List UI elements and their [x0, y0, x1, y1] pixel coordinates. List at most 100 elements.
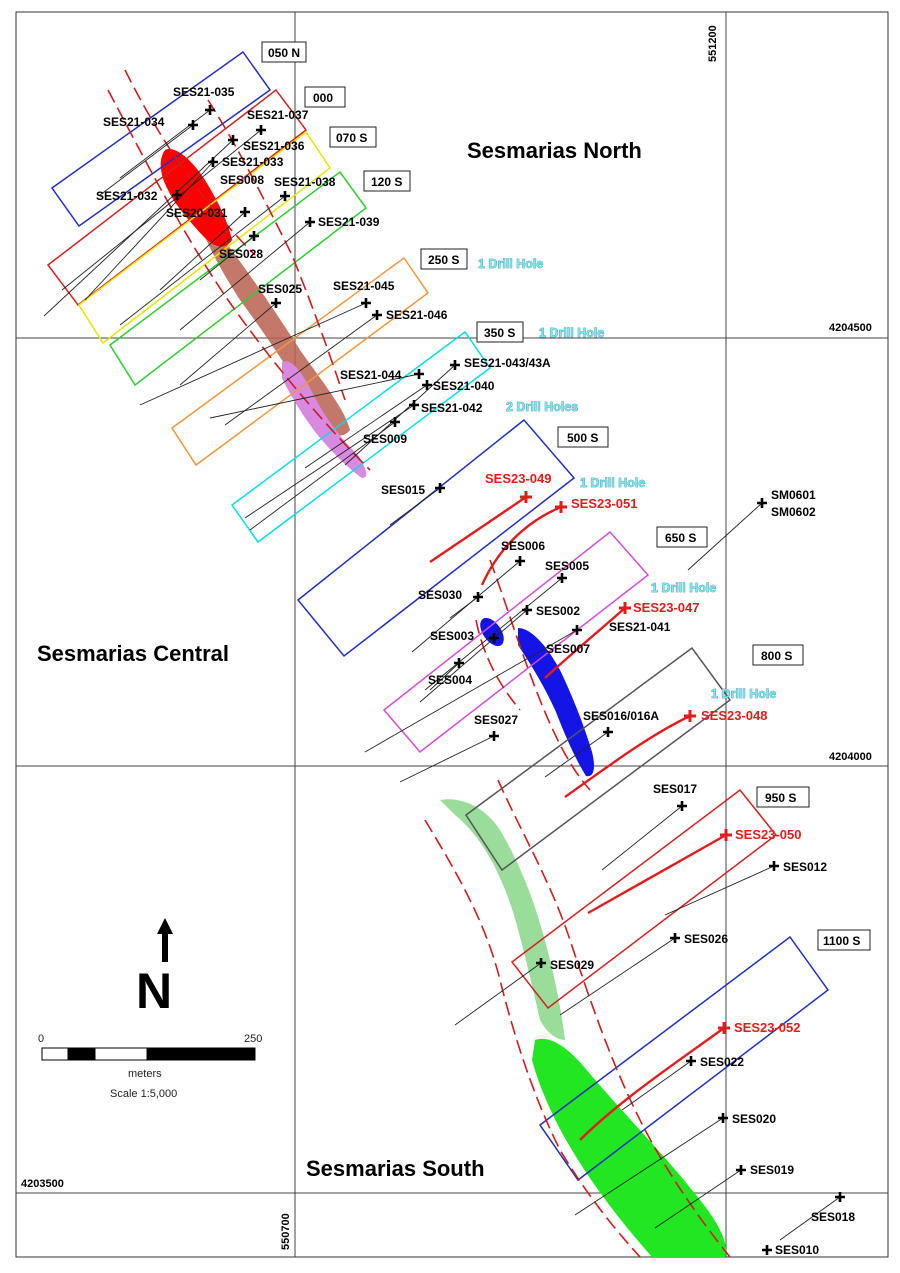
drill-collar-marker: [422, 380, 432, 390]
drill-note-250s: 1 Drill Hole: [478, 257, 543, 271]
hole-label: SES21-044: [340, 368, 402, 382]
drill-collar-marker: [835, 1192, 845, 1202]
hole-label: SES030: [418, 588, 462, 602]
drill-collar-marker: [557, 573, 567, 583]
easting-label-top: 551200: [707, 25, 719, 62]
drill-collar-marker: [228, 135, 238, 145]
new-drill-collar-marker: [520, 491, 532, 503]
section-label-800s: 800 S: [761, 649, 792, 663]
hole-label: SES020: [732, 1112, 776, 1126]
pink-body: [282, 361, 367, 478]
drill-collars: [172, 105, 845, 1255]
new-hole-label: SES23-049: [485, 471, 552, 486]
hole-label: SES21-035: [173, 85, 235, 99]
drill-note-650s: 1 Drill Hole: [651, 581, 716, 595]
new-hole-label: SES23-051: [571, 496, 638, 511]
central-ore-body: [518, 628, 594, 777]
hole-label: SES21-046: [386, 308, 448, 322]
hole-label: SES016/016A: [583, 709, 659, 723]
hole-label: SES009: [363, 432, 407, 446]
hole-label: SES010: [775, 1243, 819, 1257]
new-drill-collar-marker: [619, 602, 631, 614]
hole-label: SES003: [430, 629, 474, 643]
section-box-000: [46, 88, 308, 307]
new-drill-collar-marker: [720, 829, 732, 841]
new-drill-collar-marker: [684, 710, 696, 722]
drill-collar-marker: [473, 592, 483, 602]
section-box-950s: [510, 788, 778, 1010]
hole-label: SES007: [546, 642, 590, 656]
drill-collar-marker: [757, 498, 767, 508]
drill-collar-marker: [361, 298, 371, 308]
section-label-250s: 250 S: [428, 253, 459, 267]
section-box-250s: [170, 256, 430, 467]
drill-collar-marker: [305, 217, 315, 227]
drill-collar-marker: [670, 933, 680, 943]
ore-bodies: [160, 149, 727, 1257]
section-box-120s: [108, 170, 368, 387]
section-boxes: [46, 50, 830, 1182]
drill-collar-marker: [372, 310, 382, 320]
drill-collar-marker: [536, 958, 546, 968]
hole-label: SES21-034: [103, 115, 165, 129]
new-drill-collar-marker: [718, 1022, 730, 1034]
section-label-050n: 050 N: [268, 46, 300, 60]
coordinate-grid: [16, 12, 888, 1257]
hole-label: SES015: [381, 483, 425, 497]
north-arrow-head: [157, 918, 173, 934]
zone-title-north: Sesmarias North: [467, 138, 642, 163]
hole-label: SM0602: [771, 505, 816, 519]
drill-collar-marker: [435, 483, 445, 493]
new-hole-label: SES23-048: [701, 708, 768, 723]
drill-note-350s-b: 2 Drill Holes: [506, 400, 578, 414]
hole-label: SES012: [783, 860, 827, 874]
new-drill-traces: [429, 496, 727, 1141]
hole-label: SES21-038: [274, 175, 336, 189]
drill-collar-marker: [249, 231, 259, 241]
north-plunge-body: [200, 215, 350, 436]
south-plunge-body: [440, 799, 565, 1040]
drill-note-350s: 1 Drill Hole: [539, 326, 604, 340]
hole-label: SES21-042: [421, 401, 483, 415]
new-hole-label: SES23-047: [633, 600, 700, 615]
hole-label: SES018: [811, 1210, 855, 1224]
hole-label: SES008: [220, 173, 264, 187]
drill-collar-marker: [205, 105, 215, 115]
drill-collar-marker: [489, 731, 499, 741]
new-hole-label: SES23-050: [735, 827, 802, 842]
drill-collar-marker: [718, 1113, 728, 1123]
drill-collar-marker: [603, 727, 613, 737]
drill-collar-marker: [256, 125, 266, 135]
drill-collar-marker: [677, 801, 687, 811]
section-box-050n: [50, 50, 272, 228]
new-hole-label: SES23-052: [734, 1020, 801, 1035]
hole-label: SES002: [536, 604, 580, 618]
north-arrow-shaft: [162, 932, 168, 962]
hole-label: SES21-039: [318, 215, 380, 229]
section-box-350s: [230, 330, 492, 544]
drill-traces: [43, 109, 841, 1241]
hole-label: SM0601: [771, 488, 816, 502]
section-box-650s: [382, 530, 650, 754]
zone-title-central: Sesmarias Central: [37, 641, 229, 666]
hole-labels: SES21-035 SES21-034 SES21-037 SES21-036 …: [96, 85, 855, 1257]
drill-collar-marker: [454, 658, 464, 668]
section-label-120s: 120 S: [371, 175, 402, 189]
section-label-950s: 950 S: [765, 791, 796, 805]
hole-label: SES20-031: [166, 206, 228, 220]
hole-label: SES21-032: [96, 189, 158, 203]
drill-collar-marker: [280, 191, 290, 201]
drill-collar-marker: [240, 207, 250, 217]
drill-collar-marker: [450, 360, 460, 370]
hole-label: SES21-037: [247, 108, 309, 122]
scale-ratio: Scale 1:5,000: [110, 1088, 177, 1100]
hole-label: SES21-040: [433, 379, 495, 393]
hole-label: SES006: [501, 539, 545, 553]
hole-label: SES21-043/43A: [464, 356, 551, 370]
northing-label-4204500: 4204500: [829, 322, 872, 334]
section-box-1100s: [538, 935, 830, 1182]
hole-label: SES21-041: [609, 620, 671, 634]
northing-label-4203500: 4203500: [21, 1178, 64, 1190]
drill-collar-marker: [188, 120, 198, 130]
